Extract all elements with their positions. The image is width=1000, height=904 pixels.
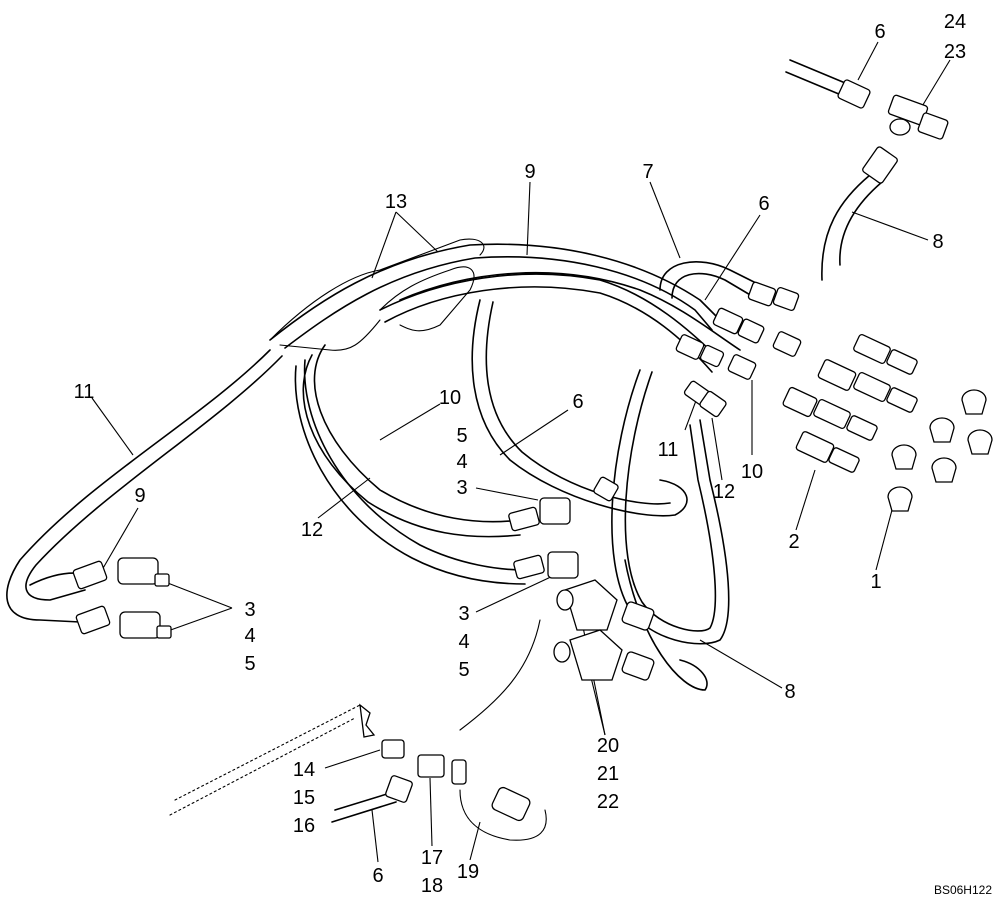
callout-14: 14 xyxy=(293,759,315,781)
callout-18: 18 xyxy=(421,875,443,897)
hose-6-middle-drop xyxy=(471,299,688,517)
wires-lower xyxy=(169,619,547,841)
callout-2: 2 xyxy=(788,531,799,553)
callout-6: 6 xyxy=(758,193,769,215)
callout-3: 3 xyxy=(458,603,469,625)
callout-12: 12 xyxy=(713,481,735,503)
callout-4: 4 xyxy=(458,631,469,653)
callout-22: 22 xyxy=(597,791,619,813)
callout-11: 11 xyxy=(658,439,679,461)
callout-3: 3 xyxy=(244,599,255,621)
hose-7-upper xyxy=(659,261,761,299)
callout-9: 9 xyxy=(134,485,145,507)
callout-17: 17 xyxy=(421,847,443,869)
callout-19: 19 xyxy=(457,861,479,883)
hose-10-12-loops xyxy=(294,344,526,585)
callout-10: 10 xyxy=(741,461,763,483)
callout-24: 24 xyxy=(944,11,966,33)
callout-4: 4 xyxy=(456,451,467,473)
callout-1: 1 xyxy=(870,571,881,593)
hose-8-top-right xyxy=(821,174,883,281)
callout-9: 9 xyxy=(524,161,535,183)
callout-6: 6 xyxy=(874,21,885,43)
callout-23: 23 xyxy=(944,41,966,63)
callout-13: 13 xyxy=(385,191,407,213)
drawing-code: BS06H122 xyxy=(934,883,992,897)
callout-20: 20 xyxy=(597,735,619,757)
hose-middle-bundle xyxy=(379,271,741,373)
callout-7: 7 xyxy=(642,161,653,183)
hose-9-top-run xyxy=(269,243,721,349)
callout-21: 21 xyxy=(597,763,619,785)
callout-6: 6 xyxy=(572,391,583,413)
callout-3: 3 xyxy=(456,477,467,499)
callout-labels: 6 24 23 9 7 6 13 8 11 10 6 5 4 3 9 12 11… xyxy=(74,11,967,897)
callout-6: 6 xyxy=(372,865,383,887)
callout-10: 10 xyxy=(439,387,461,409)
callout-5: 5 xyxy=(244,653,255,675)
tubes-13 xyxy=(269,238,485,351)
callout-16: 16 xyxy=(293,815,315,837)
callout-15: 15 xyxy=(293,787,315,809)
callout-12: 12 xyxy=(301,519,323,541)
leader-lines xyxy=(91,41,951,863)
callout-8: 8 xyxy=(784,681,795,703)
callout-11: 11 xyxy=(74,381,95,403)
hose-6-top-right xyxy=(785,59,851,98)
hose-8-right-loop xyxy=(611,369,730,691)
fittings xyxy=(72,79,993,822)
callout-5: 5 xyxy=(456,425,467,447)
callout-4: 4 xyxy=(244,625,255,647)
callout-5: 5 xyxy=(458,659,469,681)
callout-8: 8 xyxy=(932,231,943,253)
